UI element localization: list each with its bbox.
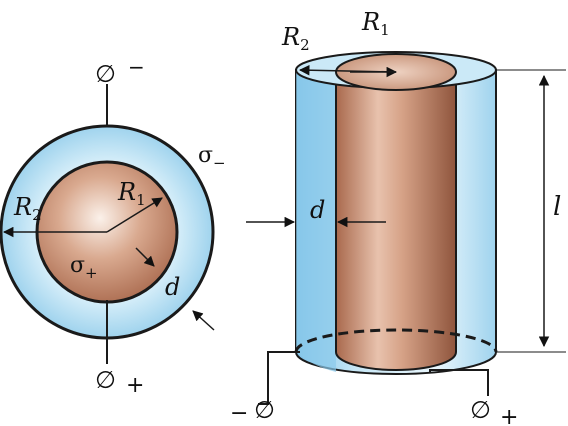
terminal-symbol: ∅ (254, 396, 275, 424)
terminal-symbol: ∅ (95, 366, 116, 394)
cylinder-view: R1 R2 d l − ∅ ∅ + (230, 8, 566, 426)
d-arrow-inner (135, 247, 155, 267)
cross-section: ∅ − R2 R1 σ+ d σ− ∅ + (0, 55, 226, 398)
label-d: d (165, 273, 180, 301)
hidden-outer-edge (294, 328, 498, 353)
terminal-plus-sign: + (500, 405, 518, 426)
r1-radius-line (106, 197, 163, 233)
inner-cylinder-body (335, 75, 457, 371)
label-sigma-plus: σ+ (70, 253, 98, 282)
terminal-lead (258, 351, 300, 405)
top-terminal: ∅ − (95, 55, 145, 128)
label-r1: R1 (361, 8, 390, 39)
right-terminal: ∅ + (429, 369, 518, 426)
label-d: d (310, 196, 325, 224)
label-r2: R2 (13, 193, 42, 224)
terminal-minus-sign: − (230, 401, 248, 426)
terminal-symbol: ∅ (470, 396, 491, 424)
left-terminal: − ∅ (230, 351, 300, 426)
bottom-terminal: ∅ + (95, 300, 144, 398)
label-r1: R1 (117, 178, 146, 209)
label-sigma-minus: σ− (198, 143, 226, 172)
terminal-symbol: ∅ (95, 60, 116, 88)
dielectric-left-wall (296, 70, 336, 372)
terminal-minus-sign: − (128, 55, 145, 79)
r2-arrow (298, 64, 397, 76)
label-length: l (553, 192, 561, 222)
d-arrow-outer (192, 310, 215, 331)
terminal-plus-sign: + (126, 373, 144, 398)
terminal-lead (429, 369, 489, 396)
label-r2: R2 (281, 23, 310, 54)
